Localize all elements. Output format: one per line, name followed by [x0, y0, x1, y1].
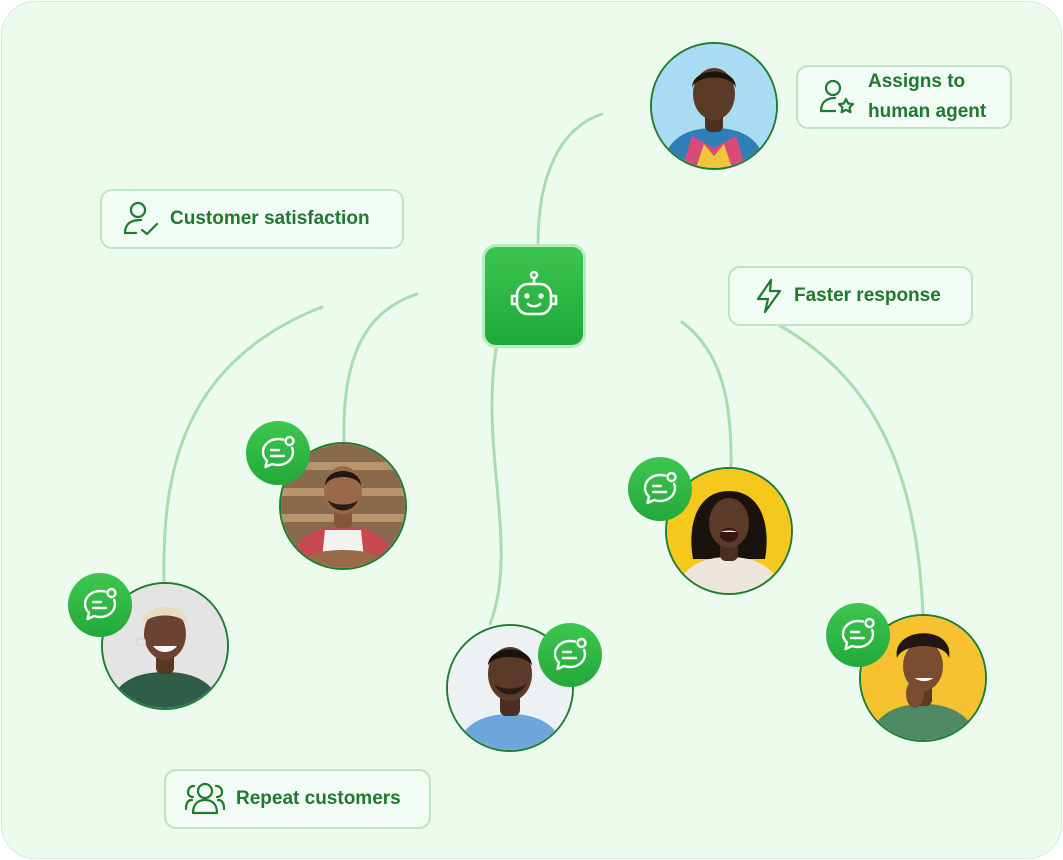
chat-badge-apron: [246, 421, 310, 485]
chat-badge-yellow-right: [826, 603, 890, 667]
chat-bubble-icon: [83, 587, 117, 621]
customer-satisfaction-label: Customer satisfaction: [170, 208, 370, 229]
customer-avatar-yellow-left: [665, 467, 793, 595]
user-star-icon: [819, 79, 855, 114]
repeat-customers-label: Repeat customers: [236, 788, 401, 809]
chat-bubble-icon: [553, 637, 587, 671]
assigns-to-human-agent-pill: Assigns to human agent: [796, 65, 1012, 129]
chat-badge-yellow-left: [628, 457, 692, 521]
connector-to-human-agent: [536, 112, 604, 246]
customer-avatar-apron: [279, 442, 407, 570]
chat-badge-blue-shirt: [538, 623, 602, 687]
faster-response-pill: Faster response: [728, 266, 973, 326]
chatbot-node: [482, 244, 586, 348]
connector-to-apron-customer: [342, 292, 419, 444]
connector-to-yellow-left-customer: [680, 320, 733, 469]
human-agent-avatar: [650, 42, 778, 170]
faster-response-label: Faster response: [794, 285, 941, 306]
chat-bubble-icon: [261, 435, 295, 469]
chat-bubble-icon: [643, 471, 677, 505]
chat-badge-blonde: [68, 573, 132, 637]
connector-to-yellow-right-customer: [775, 322, 925, 616]
assigns-label-line-1: Assigns to: [868, 71, 966, 92]
connector-to-blue-shirt-customer: [488, 320, 504, 626]
customer-satisfaction-pill: Customer satisfaction: [100, 189, 404, 249]
robot-icon: [510, 270, 558, 316]
connector-to-blonde-customer: [162, 305, 324, 584]
assigns-label-line-2: human agent: [868, 101, 987, 122]
users-group-icon: [184, 782, 226, 815]
chat-bubble-icon: [841, 617, 875, 651]
lightning-icon: [756, 278, 782, 314]
repeat-customers-pill: Repeat customers: [164, 769, 431, 829]
user-check-icon: [123, 201, 159, 236]
